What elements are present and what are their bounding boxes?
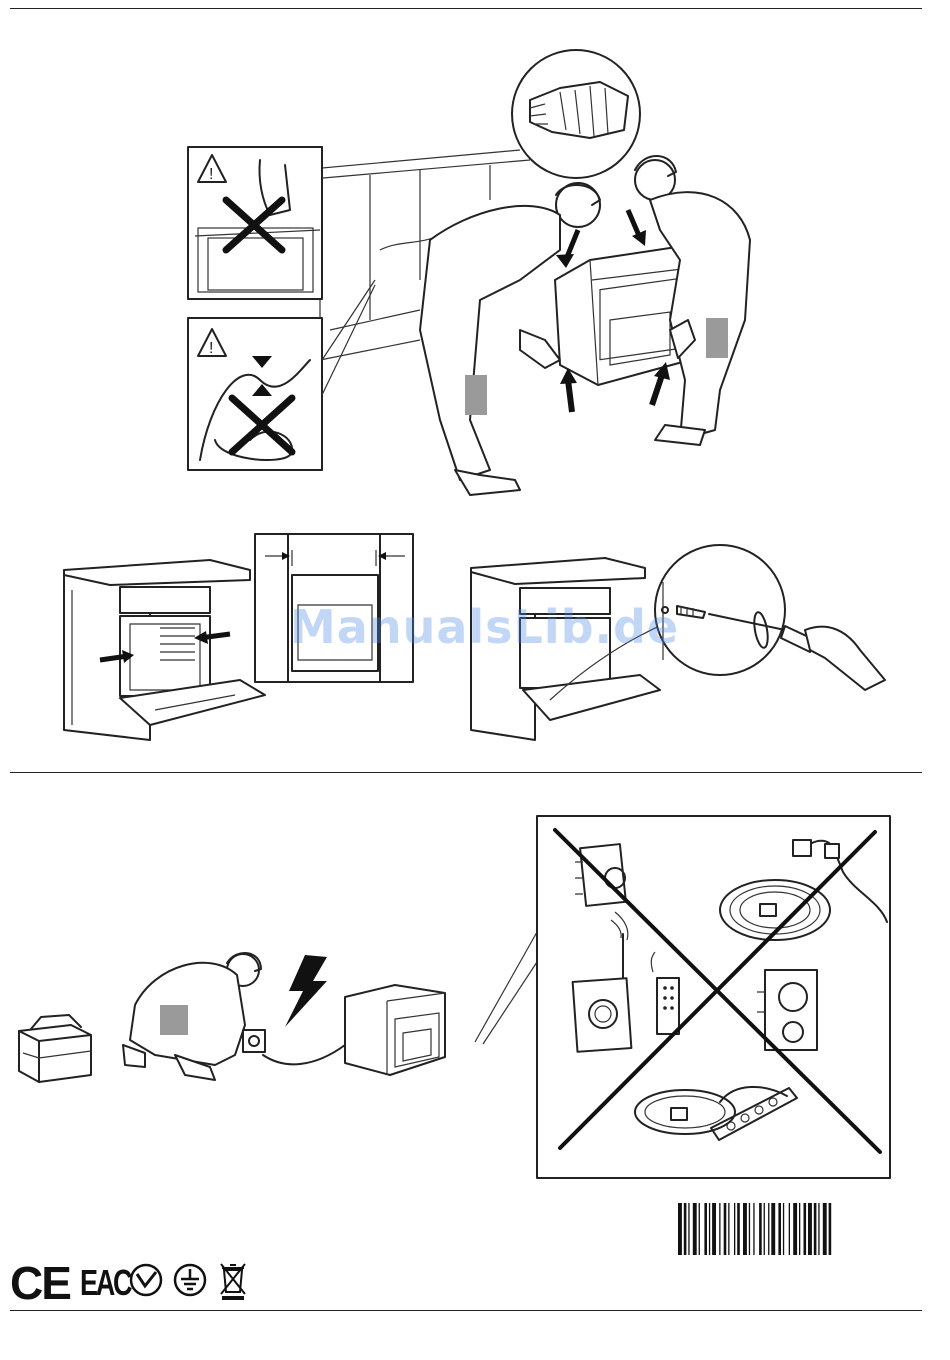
ukrsepro-icon xyxy=(128,1262,164,1298)
weee-bin-icon xyxy=(218,1260,248,1302)
lifting-illustration: ! ! xyxy=(0,0,950,520)
ce-mark: CE xyxy=(10,1256,70,1310)
eac-mark: EAC xyxy=(80,1262,130,1304)
socket-and-plug xyxy=(243,1030,345,1064)
toolbox-icon xyxy=(19,1015,91,1082)
oven-built-in xyxy=(345,985,445,1075)
measure-arrows-icon xyxy=(255,534,413,682)
cabinet-left xyxy=(64,560,265,740)
warning-box-cable: ! xyxy=(188,280,375,470)
svg-text:!: ! xyxy=(209,166,213,183)
forbidden-illustration xyxy=(475,812,895,1182)
svg-text:!: ! xyxy=(209,340,213,357)
worker-crouching xyxy=(123,953,261,1080)
electric-illustration xyxy=(15,945,485,1105)
lightning-icon xyxy=(285,955,327,1027)
bottom-rule xyxy=(10,1310,922,1311)
barcode xyxy=(676,1203,924,1255)
gloves-icon xyxy=(512,50,640,178)
niche-illustration xyxy=(60,530,420,750)
oven-box xyxy=(555,245,690,385)
ground-mark-icon xyxy=(172,1262,208,1298)
screwdriver-icon xyxy=(655,545,885,690)
screw-illustration xyxy=(465,530,905,750)
middle-rule xyxy=(10,772,922,773)
warning-box-handle: ! xyxy=(188,147,322,299)
